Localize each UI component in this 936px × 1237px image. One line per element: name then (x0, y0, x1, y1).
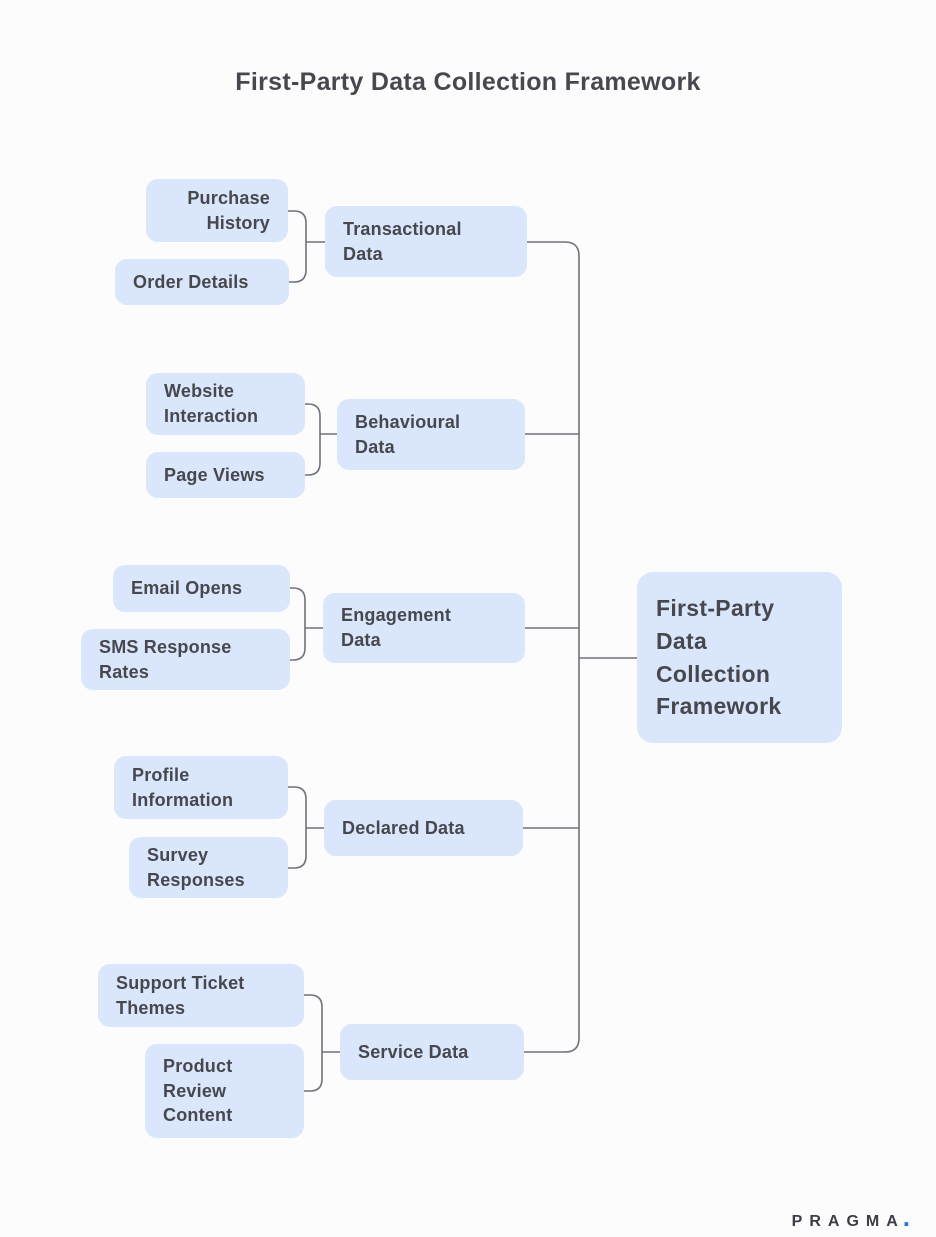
node-survey-responses: Survey Responses (129, 837, 288, 898)
bracket-behavioural (302, 403, 321, 476)
bracket-declared (285, 786, 307, 869)
node-declared-data: Declared Data (324, 800, 523, 856)
page-title: First-Party Data Collection Framework (235, 68, 701, 96)
node-profile-information: Profile Information (114, 756, 288, 819)
node-support-ticket-themes: Support Ticket Themes (98, 964, 304, 1027)
trunk-line (520, 241, 580, 1053)
bracket-transactional (285, 210, 307, 283)
brand-name: PRAGMA (791, 1213, 905, 1230)
node-product-review-content: Product Review Content (145, 1044, 304, 1138)
node-root-framework: First-Party Data Collection Framework (637, 572, 842, 743)
node-service-data: Service Data (340, 1024, 524, 1080)
bracket-service (301, 994, 323, 1092)
node-transactional-data: Transactional Data (325, 206, 527, 277)
node-engagement-data: Engagement Data (323, 593, 525, 663)
bracket-engagement (287, 587, 306, 661)
brand-logo: PRAGMA. (792, 1202, 910, 1233)
node-order-details: Order Details (115, 259, 289, 305)
node-behavioural-data: Behavioural Data (337, 399, 525, 470)
node-website-interaction: Website Interaction (146, 373, 305, 435)
node-page-views: Page Views (146, 452, 305, 498)
node-email-opens: Email Opens (113, 565, 290, 612)
node-sms-response-rates: SMS Response Rates (81, 629, 290, 690)
brand-dot: . (902, 1202, 910, 1232)
node-purchase-history: Purchase History (146, 179, 288, 242)
